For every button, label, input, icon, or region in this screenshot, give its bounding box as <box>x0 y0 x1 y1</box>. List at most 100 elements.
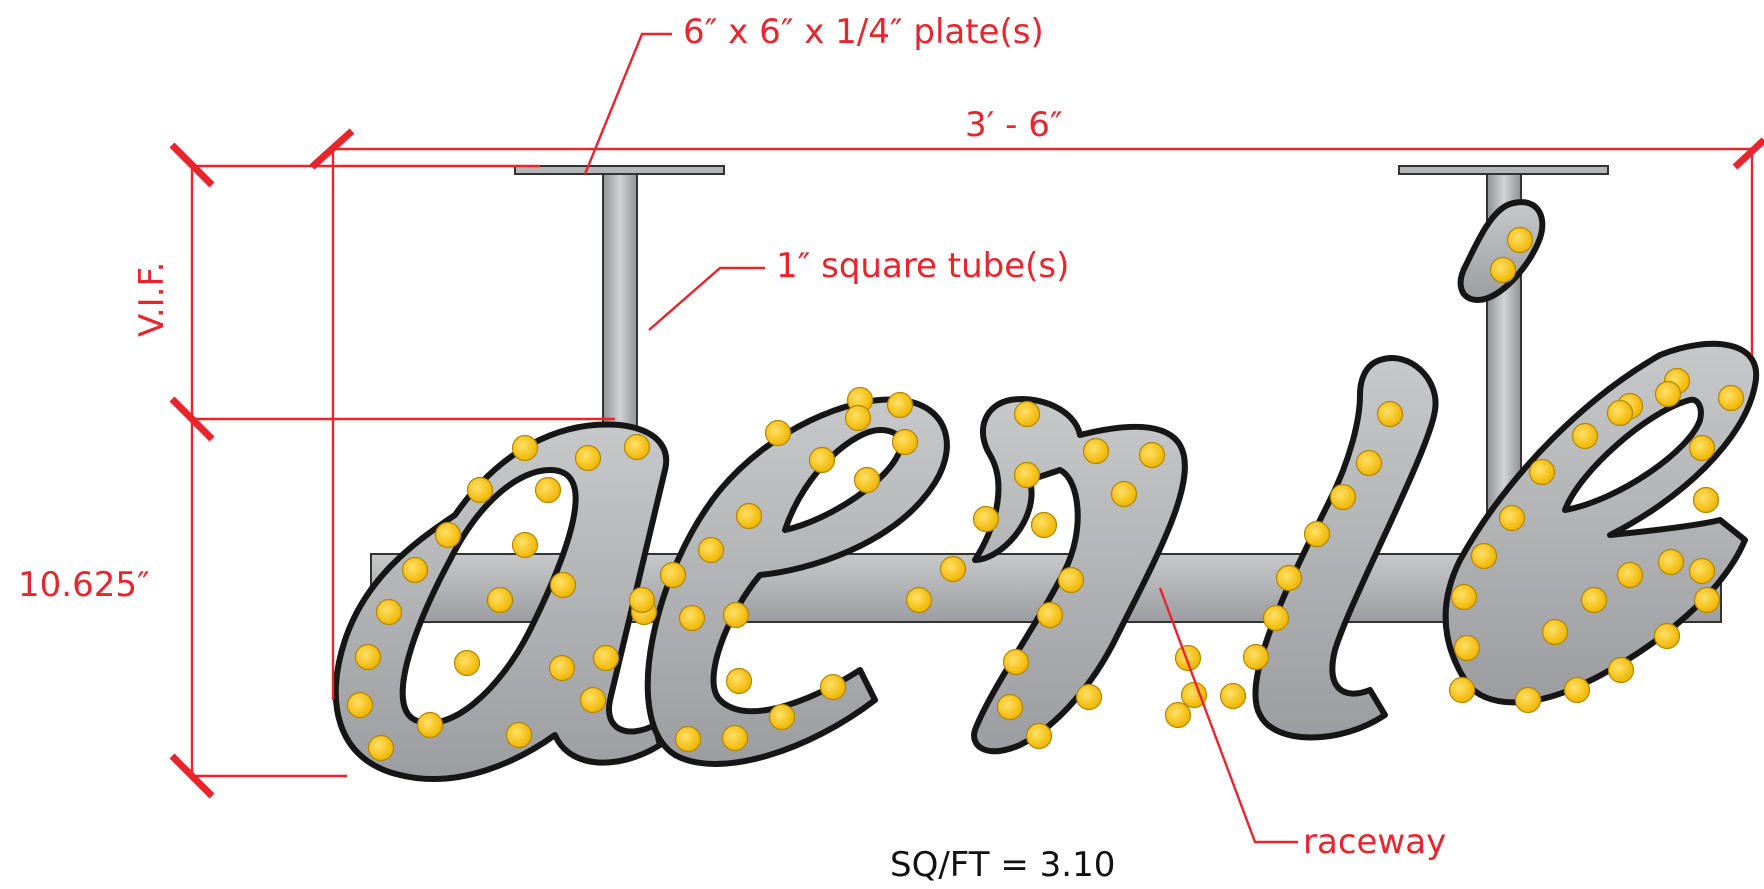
light-bulbs <box>346 226 1745 762</box>
vif-label: V.I.F. <box>132 261 172 337</box>
light-bulb <box>1303 520 1331 548</box>
vertical-tick-middle <box>169 396 215 442</box>
light-bulb <box>1498 504 1526 532</box>
light-bulb <box>1219 682 1247 710</box>
light-bulb <box>1607 656 1635 684</box>
raceway-label: raceway <box>1303 822 1447 862</box>
light-bulb <box>1025 722 1053 750</box>
light-bulb <box>505 721 533 749</box>
light-bulb <box>346 691 374 719</box>
light-bulb <box>722 601 750 629</box>
light-bulb <box>1355 449 1383 477</box>
light-bulb <box>735 502 763 530</box>
light-bulb <box>1692 486 1720 514</box>
light-bulb <box>1606 399 1634 427</box>
light-bulb <box>1693 586 1721 614</box>
light-bulb <box>1717 384 1745 412</box>
light-bulb <box>1030 511 1058 539</box>
height-dimension-label: 10.625″ <box>18 565 150 605</box>
light-bulb <box>623 433 651 461</box>
light-bulb <box>1450 583 1478 611</box>
width-dimension-label: 3′ - 6″ <box>965 105 1063 145</box>
light-bulb <box>354 643 382 671</box>
light-bulb <box>1514 686 1542 714</box>
light-bulb <box>1528 458 1556 486</box>
vertical-tick-bottom <box>169 753 215 799</box>
light-bulb <box>844 404 872 432</box>
light-bulb <box>466 476 494 504</box>
mounting-plate-right <box>1398 165 1609 175</box>
raceway-leader-line <box>1158 587 1298 844</box>
light-bulb <box>534 476 562 504</box>
light-bulb <box>1506 226 1534 254</box>
light-bulb <box>905 586 933 614</box>
light-bulb <box>1057 566 1085 594</box>
light-bulb <box>1110 480 1138 508</box>
light-bulb <box>1657 548 1685 576</box>
light-bulb <box>1541 618 1569 646</box>
sqft-label: SQ/FT = 3.10 <box>890 845 1116 885</box>
light-bulb <box>486 586 514 614</box>
light-bulb <box>401 556 429 584</box>
light-bulb <box>678 604 706 632</box>
light-bulb <box>628 586 656 614</box>
light-bulb <box>1580 586 1608 614</box>
light-bulb <box>1075 683 1103 711</box>
light-bulb <box>1563 676 1591 704</box>
light-bulb <box>1688 557 1716 585</box>
light-bulb <box>1082 437 1110 465</box>
light-bulb <box>1036 601 1064 629</box>
light-bulb <box>1329 483 1357 511</box>
light-bulb <box>592 644 620 672</box>
light-bulb <box>996 693 1024 721</box>
letter-e2 <box>1442 340 1760 706</box>
light-bulb <box>808 446 836 474</box>
light-bulb <box>574 444 602 472</box>
plate-leader-line <box>583 32 672 175</box>
light-bulb <box>453 649 481 677</box>
light-bulb <box>416 711 444 739</box>
light-bulb <box>674 725 702 753</box>
light-bulb <box>367 734 395 762</box>
light-bulb <box>1002 648 1030 676</box>
light-bulb <box>1654 380 1682 408</box>
tube-label: 1″ square tube(s) <box>776 246 1070 286</box>
light-bulb <box>1616 561 1644 589</box>
light-bulb <box>886 391 914 419</box>
dimension-lines <box>169 32 1764 844</box>
light-bulb <box>972 505 1000 533</box>
light-bulb <box>1653 622 1681 650</box>
light-bulb <box>1489 256 1517 284</box>
tube-leader-line <box>648 266 765 331</box>
light-bulb <box>853 466 881 494</box>
light-bulb <box>697 536 725 564</box>
light-bulb <box>548 654 576 682</box>
light-bulb <box>511 531 539 559</box>
light-bulb <box>1571 422 1599 450</box>
width-tick-right <box>1732 137 1764 170</box>
light-bulb <box>375 598 403 626</box>
light-bulb <box>1262 604 1290 632</box>
light-bulb <box>1180 681 1208 709</box>
light-bulb <box>1013 400 1041 428</box>
light-bulb <box>1448 676 1476 704</box>
light-bulb <box>1174 644 1202 672</box>
light-bulb <box>1164 701 1192 729</box>
plate-label: 6″ x 6″ x 1/4″ plate(s) <box>683 12 1044 52</box>
light-bulb <box>1453 634 1481 662</box>
light-bulb <box>1470 542 1498 570</box>
light-bulb <box>434 521 462 549</box>
light-bulb <box>939 555 967 583</box>
light-bulb <box>549 571 577 599</box>
light-bulb <box>659 561 687 589</box>
light-bulb <box>579 686 607 714</box>
mounting-plate-left <box>514 165 725 175</box>
light-bulb <box>764 419 792 447</box>
light-bulb <box>891 428 919 456</box>
light-bulb <box>1138 441 1166 469</box>
light-bulb <box>1688 434 1716 462</box>
light-bulb <box>1242 643 1270 671</box>
light-bulb <box>1275 564 1303 592</box>
